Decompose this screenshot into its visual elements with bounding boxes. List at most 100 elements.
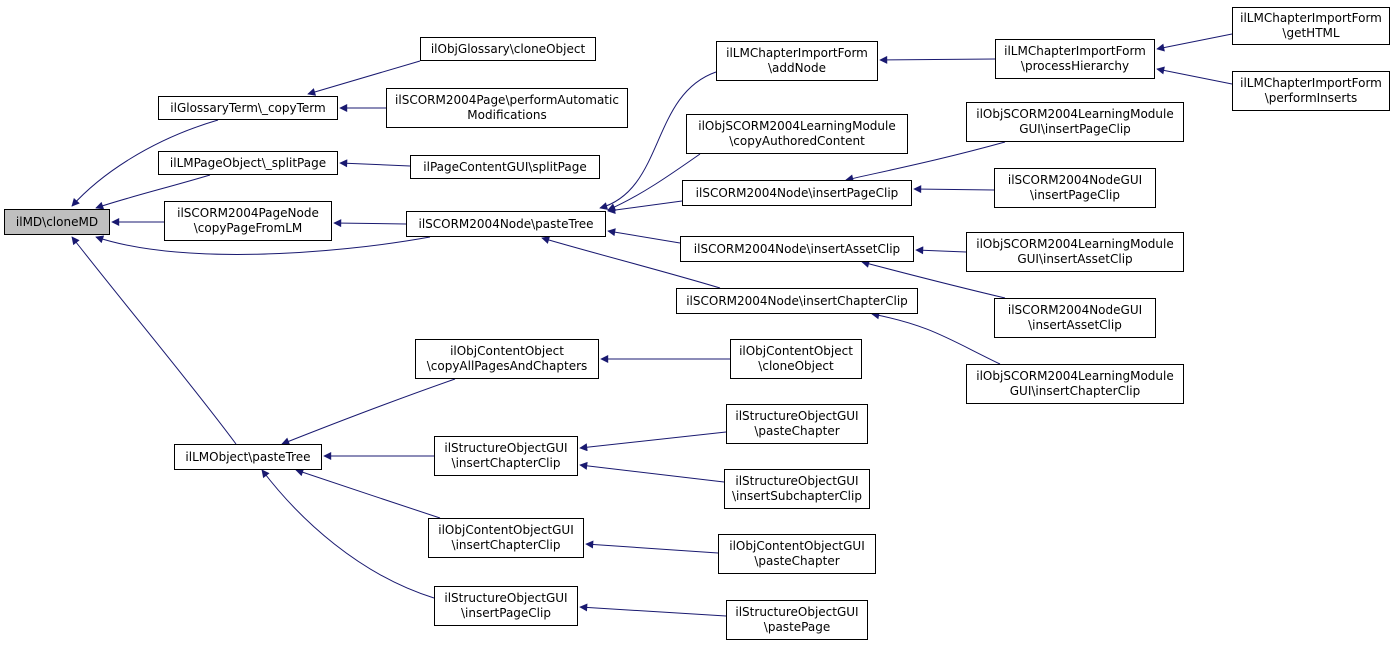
edge-scorm_node_insert_page-to-scorm_node_paste_tree (607, 200, 683, 214)
node-label-line: ilSCORM2004Node\pasteTree (418, 216, 594, 231)
node-label-line: ilGlossaryTerm\_copyTerm (170, 100, 326, 115)
node-chapter-import-add-node[interactable]: ilLMChapterImportForm\addNode (716, 41, 878, 81)
node-content-obj-clone[interactable]: ilObjContentObject\cloneObject (730, 339, 862, 379)
node-scorm-page-node-copy[interactable]: ilSCORM2004PageNode\copyPageFromLM (164, 201, 332, 241)
node-label-line: ilObjContentObjectGUI (438, 523, 574, 537)
node-scorm-node-paste-tree[interactable]: ilSCORM2004Node\pasteTree (406, 211, 606, 237)
node-label-line: ilStructureObjectGUI (735, 474, 859, 488)
edge-content_gui_insert_chapter-to-lm_object_paste_tree (295, 468, 441, 519)
node-label-line: ilLMChapterImportForm (1240, 76, 1382, 90)
node-label-line: ilStructureObjectGUI (444, 591, 568, 605)
edge-obj_glossary_clone-to-glossary_copy_term (307, 60, 421, 96)
node-label-line: ilMD\cloneMD (15, 214, 99, 229)
node-scorm-node-insert-asset[interactable]: ilSCORM2004Node\insertAssetClip (680, 236, 914, 262)
edge-scorm_node_paste_tree-to-root (95, 235, 431, 255)
node-label-line: ilLMChapterImportForm (726, 46, 868, 60)
edge-chapter_import_process-to-chapter_import_add_node (879, 55, 996, 64)
node-label-line: ilObjSCORM2004LearningModule (976, 107, 1174, 121)
node-label-line: Modifications (467, 108, 547, 122)
edge-scorm_lm_gui_insert_chapter-to-scorm_node_insert_chapter (871, 311, 1001, 365)
node-label-line: \insertSubchapterClip (732, 489, 862, 503)
node-label-line: \cloneObject (758, 359, 834, 373)
edge-content_obj_copy_all-to-lm_object_paste_tree (281, 378, 456, 446)
node-label-line: ilStructureObjectGUI (735, 409, 859, 423)
node-label-line: \insertChapterClip (451, 538, 561, 552)
edge-scorm_node_paste_tree-to-scorm_page_node_copy (333, 219, 407, 228)
edge-scorm_lm_gui_insert_page-to-scorm_node_insert_page (845, 141, 1006, 183)
node-label-line: \copyPageFromLM (193, 221, 303, 235)
node-label-line: ilObjSCORM2004LearningModule (976, 369, 1174, 383)
node-struct-gui-paste-page[interactable]: ilStructureObjectGUI\pastePage (726, 600, 868, 640)
node-label-line: ilObjContentObject (450, 344, 564, 358)
node-struct-gui-paste-chapter[interactable]: ilStructureObjectGUI\pasteChapter (726, 404, 868, 444)
node-chapter-import-perform[interactable]: ilLMChapterImportForm\performInserts (1232, 71, 1390, 111)
node-label-line: \insertAssetClip (1028, 318, 1122, 332)
node-label-line: GUI\insertAssetClip (1017, 252, 1133, 266)
node-label-line: \pasteChapter (754, 554, 840, 568)
node-label-line: ilObjContentObjectGUI (729, 539, 865, 553)
node-label-line: \processHierarchy (1020, 59, 1130, 73)
node-label-line: \insertPageClip (1030, 188, 1120, 202)
node-label-line: \addNode (768, 61, 826, 75)
node-label-line: ilStructureObjectGUI (444, 441, 568, 455)
node-label-line: ilPageContentGUI\splitPage (423, 159, 587, 174)
node-label-line: ilSCORM2004Node\insertAssetClip (693, 241, 901, 256)
node-label-line: ilObjSCORM2004LearningModule (698, 119, 896, 133)
node-scorm-node-gui-insert-asset[interactable]: ilSCORM2004NodeGUI\insertAssetClip (994, 298, 1156, 338)
node-chapter-import-gethtml[interactable]: ilLMChapterImportForm\getHTML (1232, 7, 1390, 45)
node-scorm-node-gui-insert-page[interactable]: ilSCORM2004NodeGUI\insertPageClip (994, 168, 1156, 208)
edge-scorm_node_insert_chapter-to-scorm_node_paste_tree (541, 236, 721, 289)
edge-chapter_import_gethtml-to-chapter_import_process (1156, 33, 1233, 52)
node-label-line: \copyAllPagesAndChapters (426, 359, 588, 373)
node-lm-page-split[interactable]: ilLMPageObject\_splitPage (158, 151, 338, 175)
node-content-obj-copy-all[interactable]: ilObjContentObject\copyAllPagesAndChapte… (415, 339, 599, 379)
node-scorm-node-insert-chapter[interactable]: ilSCORM2004Node\insertChapterClip (676, 288, 918, 314)
edge-lm_object_paste_tree-to-root (71, 236, 237, 445)
node-label-line: \copyAuthoredContent (729, 134, 865, 148)
node-label-line: ilLMObject\pasteTree (185, 449, 311, 464)
node-label-line: GUI\insertChapterClip (1009, 384, 1141, 398)
node-label-line: ilSCORM2004Node\insertPageClip (695, 185, 899, 200)
node-page-content-split[interactable]: ilPageContentGUI\splitPage (410, 155, 600, 179)
edge-struct_gui_insert_page-to-lm_object_paste_tree (261, 469, 435, 599)
node-lm-object-paste-tree[interactable]: ilLMObject\pasteTree (174, 444, 322, 470)
node-label-line: \performInserts (1264, 91, 1358, 105)
node-label-line: \getHTML (1282, 26, 1340, 40)
edge-content_gui_paste_chapter-to-content_gui_insert_chapter (585, 540, 719, 554)
node-label-line: ilObjSCORM2004LearningModule (976, 237, 1174, 251)
node-struct-gui-insert-chapter[interactable]: ilStructureObjectGUI\insertChapterClip (434, 436, 578, 476)
node-obj-glossary-clone[interactable]: ilObjGlossary\cloneObject (420, 37, 596, 61)
node-label-line: ilLMPageObject\_splitPage (169, 155, 327, 170)
edge-glossary_copy_term-to-root (71, 119, 219, 207)
node-label-line: ilObjGlossary\cloneObject (430, 41, 586, 56)
edge-scorm_node_gui_insert_asset-to-scorm_node_insert_asset (861, 259, 1006, 299)
node-struct-gui-insert-subchapter[interactable]: ilStructureObjectGUI\insertSubchapterCli… (724, 469, 870, 509)
node-content-gui-paste-chapter[interactable]: ilObjContentObjectGUI\pasteChapter (718, 534, 876, 574)
node-scorm-node-insert-page[interactable]: ilSCORM2004Node\insertPageClip (682, 180, 912, 206)
node-label-line: ilSCORM2004PageNode (177, 206, 319, 220)
edge-struct_gui_paste_chapter-to-struct_gui_insert_chapter (579, 431, 727, 452)
edge-lm_page_split-to-root (95, 174, 211, 210)
edge-struct_gui_paste_page-to-struct_gui_insert_page (579, 603, 727, 617)
edge-scorm_lm_copy_authored-to-scorm_node_paste_tree (607, 153, 701, 211)
node-label-line: ilSCORM2004NodeGUI (1007, 303, 1143, 317)
node-label-line: ilLMChapterImportForm (1240, 11, 1382, 25)
edge-chapter_import_add_node-to-scorm_node_paste_tree (599, 71, 717, 210)
node-chapter-import-process[interactable]: ilLMChapterImportForm\processHierarchy (995, 39, 1155, 79)
edge-scorm_node_insert_asset-to-scorm_node_paste_tree (607, 228, 681, 244)
node-content-gui-insert-chapter[interactable]: ilObjContentObjectGUI\insertChapterClip (428, 518, 584, 558)
node-label-line: \insertPageClip (461, 606, 551, 620)
node-scorm-lm-copy-authored[interactable]: ilObjSCORM2004LearningModule\copyAuthore… (686, 114, 908, 154)
node-glossary-copy-term[interactable]: ilGlossaryTerm\_copyTerm (158, 96, 338, 120)
edge-struct_gui_insert_subchapter-to-struct_gui_insert_chapter (579, 461, 725, 483)
node-struct-gui-insert-page[interactable]: ilStructureObjectGUI\insertPageClip (434, 586, 578, 626)
edge-page_content_split-to-lm_page_split (339, 159, 411, 168)
node-root[interactable]: ilMD\cloneMD (4, 209, 110, 235)
edge-chapter_import_perform-to-chapter_import_process (1156, 66, 1233, 85)
edge-scorm_lm_gui_insert_asset-to-scorm_node_insert_asset (915, 246, 967, 255)
